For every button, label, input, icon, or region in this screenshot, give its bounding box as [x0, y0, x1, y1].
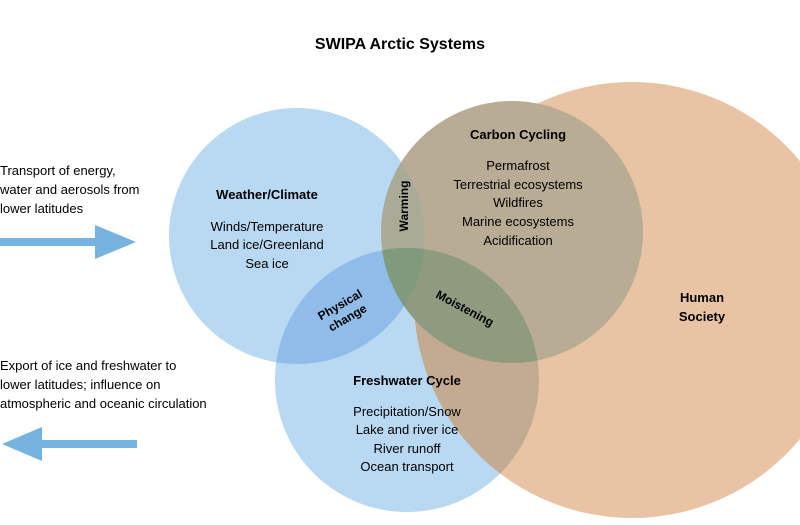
warming-label: Warming [397, 181, 411, 232]
freshwater-item: Lake and river ice [356, 422, 459, 437]
arrow-right-icon [0, 225, 136, 259]
weather-item: Winds/Temperature [211, 219, 324, 234]
human-heading: Society [679, 309, 726, 324]
incoming-text: water and aerosols from [0, 182, 139, 197]
diagram-title: SWIPA Arctic Systems [315, 36, 485, 53]
human-heading: Human [680, 290, 724, 305]
arrow-left-icon [2, 427, 137, 461]
carbon-item: Acidification [483, 233, 552, 248]
carbon-item: Wildfires [493, 195, 543, 210]
moistening-overlap [381, 248, 539, 363]
carbon-item: Terrestrial ecosystems [453, 177, 583, 192]
physical-change-overlap [275, 248, 425, 364]
carbon-item: Permafrost [486, 158, 550, 173]
carbon-heading: Carbon Cycling [470, 127, 566, 142]
incoming-text: Transport of energy, [0, 163, 116, 178]
outgoing-text: Export of ice and freshwater to [0, 358, 176, 373]
weather-item: Land ice/Greenland [210, 237, 323, 252]
freshwater-item: Precipitation/Snow [353, 404, 461, 419]
freshwater-heading: Freshwater Cycle [353, 373, 461, 388]
carbon-item: Marine ecosystems [462, 214, 574, 229]
outgoing-text: atmospheric and oceanic circulation [0, 396, 207, 411]
freshwater-item: Ocean transport [360, 459, 454, 474]
freshwater-item: River runoff [374, 441, 441, 456]
weather-heading: Weather/Climate [216, 187, 318, 202]
incoming-text: lower latitudes [0, 201, 84, 216]
outgoing-text: lower latitudes; influence on [0, 377, 160, 392]
weather-item: Sea ice [245, 256, 288, 271]
